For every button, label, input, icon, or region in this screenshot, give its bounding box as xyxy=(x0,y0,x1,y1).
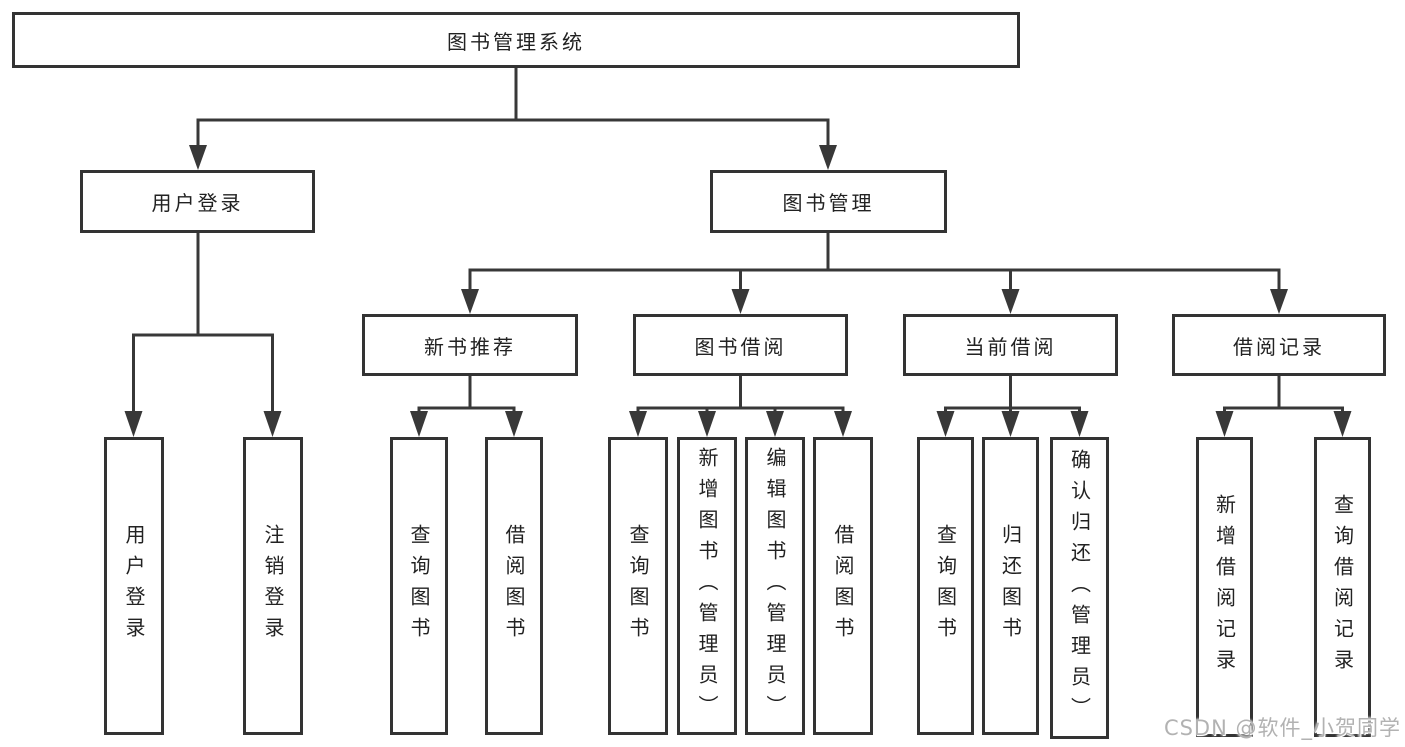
arrowhead xyxy=(1070,411,1089,437)
connector-current-borrow-children xyxy=(936,374,1089,437)
arrowhead xyxy=(505,411,523,437)
leaf-logout-login: 注销登录 xyxy=(243,437,303,735)
connector-line xyxy=(944,374,1081,415)
connector-borrow-records-children xyxy=(1215,374,1352,437)
leaf-borrow-books: 借阅图书 xyxy=(813,437,873,735)
node-new-book-recommendation: 新书推荐 xyxy=(362,314,578,376)
arrowhead xyxy=(731,289,750,314)
leaf-query-books-borrow: 查询图书 xyxy=(608,437,668,735)
leaf-add-books-admin: 新增图书（管理员） xyxy=(677,437,737,735)
connector-line xyxy=(636,374,845,415)
node-book-management: 图书管理 xyxy=(710,170,947,233)
connector-line xyxy=(196,66,830,148)
arrowhead xyxy=(698,411,716,437)
arrowhead xyxy=(1001,289,1020,314)
leaf-add-borrow-record: 新增借阅记录 xyxy=(1196,437,1253,737)
connector-new-book-children xyxy=(410,374,523,437)
arrowhead xyxy=(936,411,955,437)
node-borrowing-records: 借阅记录 xyxy=(1172,314,1386,376)
connector-line xyxy=(132,231,274,414)
leaf-query-books-recommend: 查询图书 xyxy=(390,437,448,735)
leaf-edit-books-admin: 编辑图书（管理员） xyxy=(745,437,805,735)
node-user-login: 用户登录 xyxy=(80,170,315,233)
arrowhead xyxy=(263,411,282,437)
leaf-user-login: 用户登录 xyxy=(104,437,164,735)
leaf-query-books-current: 查询图书 xyxy=(917,437,974,735)
leaf-return-books: 归还图书 xyxy=(982,437,1039,735)
arrowhead xyxy=(410,411,428,437)
node-library-system: 图书管理系统 xyxy=(12,12,1020,68)
connector-user-login-children xyxy=(124,231,282,437)
arrowhead xyxy=(124,411,143,437)
node-book-borrowing: 图书借阅 xyxy=(633,314,848,376)
arrowhead xyxy=(1270,289,1288,314)
leaf-query-borrow-record: 查询借阅记录 xyxy=(1314,437,1371,737)
connector-book-borrow-children xyxy=(629,374,852,437)
connector-root-to-level2 xyxy=(189,66,837,170)
arrowhead xyxy=(1001,411,1020,437)
arrowhead xyxy=(766,411,784,437)
arrowhead xyxy=(819,145,837,170)
arrowhead xyxy=(629,411,647,437)
connector-line xyxy=(468,231,1281,292)
watermark: CSDN @软件_小贺同学 xyxy=(1163,716,1401,740)
leaf-confirm-return-admin: 确认归还（管理员） xyxy=(1050,437,1109,739)
connector-line xyxy=(417,374,516,415)
leaf-borrow-books-recommend: 借阅图书 xyxy=(485,437,543,735)
arrowhead xyxy=(1215,411,1234,437)
node-current-borrowing: 当前借阅 xyxy=(903,314,1118,376)
connector-book-management-children xyxy=(461,231,1288,314)
arrowhead xyxy=(1333,411,1352,437)
arrowhead xyxy=(834,411,852,437)
connector-line xyxy=(1223,374,1344,415)
arrowhead xyxy=(189,145,207,170)
arrowhead xyxy=(461,289,479,314)
